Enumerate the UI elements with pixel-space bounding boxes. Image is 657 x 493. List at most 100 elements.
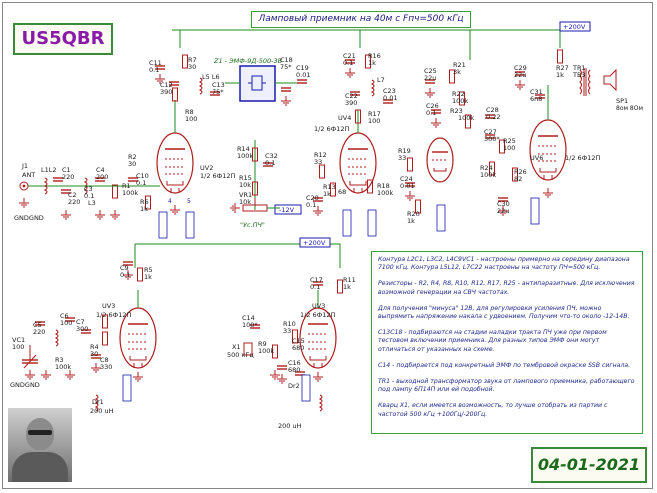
- tube-uv3-lo: [22, 261, 157, 412]
- notes-box: Контура L2C1, L3C2, L4C9VC1 - настроены …: [371, 251, 643, 434]
- svg-text:C4: C4: [96, 166, 105, 174]
- speaker-icon: [603, 68, 617, 92]
- svg-text:75*: 75*: [212, 88, 224, 96]
- svg-text:33: 33: [398, 154, 406, 162]
- svg-text:R4: R4: [90, 343, 99, 351]
- svg-text:C5: C5: [33, 321, 42, 329]
- filter-label: Z1 - ЭМФ-9Д-500-3В: [213, 57, 283, 65]
- svg-text:4: 4: [168, 198, 172, 205]
- svg-text:R12: R12: [314, 151, 327, 159]
- svg-text:C17: C17: [310, 276, 323, 284]
- schematic-title: Ламповый приемник на 40м с Fпч=500 кГц: [251, 11, 471, 28]
- note-5: C14 - подбирается под конкретный ЭМФ по …: [378, 361, 631, 369]
- svg-text:0.1: 0.1: [426, 109, 436, 117]
- ant-label: ANT: [22, 171, 35, 179]
- sheet-frame: [2, 2, 653, 489]
- svg-text:100: 100: [368, 117, 380, 125]
- svg-text:C11: C11: [149, 59, 162, 67]
- svg-text:R10: R10: [283, 320, 296, 328]
- svg-text:82: 82: [514, 175, 522, 183]
- svg-text:R14: R14: [237, 145, 250, 153]
- svg-text:68: 68: [338, 188, 346, 196]
- svg-text:C12: C12: [160, 81, 173, 89]
- svg-text:R8: R8: [185, 108, 194, 116]
- svg-text:R26: R26: [514, 168, 527, 176]
- svg-text:R18: R18: [377, 182, 390, 190]
- svg-text:200: 200: [96, 173, 108, 181]
- svg-text:100k: 100k: [122, 189, 138, 197]
- crystal-icon: [243, 342, 253, 356]
- uv2-ref: UV2: [200, 164, 213, 172]
- c1-label: C1: [62, 166, 71, 174]
- svg-text:R19: R19: [398, 147, 411, 155]
- svg-text:R2: R2: [128, 153, 137, 161]
- uv3-lo-type: 1/2 6Ф12П: [96, 311, 132, 319]
- svg-text:"Ус.ПЧ": "Ус.ПЧ": [240, 221, 265, 229]
- svg-text:10k: 10k: [239, 181, 251, 189]
- note-6: TR1 - выходной трансформатор звука от ла…: [378, 378, 635, 394]
- svg-text:5: 5: [187, 198, 191, 205]
- svg-text:1k: 1k: [323, 190, 331, 198]
- svg-text:C10: C10: [136, 172, 149, 180]
- svg-text:C29: C29: [514, 64, 527, 72]
- svg-text:ТВЗ: ТВЗ: [572, 71, 586, 79]
- note-7: Кварц X1, если имеется возможность, то л…: [378, 402, 608, 418]
- svg-text:C6: C6: [60, 312, 69, 320]
- svg-text:VC1: VC1: [12, 336, 25, 344]
- photo-glasses: [28, 430, 52, 435]
- svg-text:R22: R22: [452, 90, 465, 98]
- svg-text:10k: 10k: [239, 198, 251, 206]
- svg-text:C26: C26: [426, 102, 439, 110]
- svg-text:C28: C28: [486, 106, 499, 114]
- svg-text:C14: C14: [242, 314, 255, 322]
- svg-text:22u: 22u: [514, 71, 526, 79]
- svg-text:300: 300: [76, 325, 88, 333]
- svg-text:0.01: 0.01: [400, 182, 414, 190]
- svg-text:100k: 100k: [480, 171, 496, 179]
- tube-uv2: 5 4: [154, 54, 221, 239]
- uv4-ref: UV4: [338, 114, 351, 122]
- svg-text:100*: 100*: [242, 321, 258, 329]
- svg-text:R17: R17: [368, 110, 381, 118]
- svg-text:30: 30: [90, 350, 98, 358]
- uv3-bfo-type: 1/2 6Ф12П: [300, 311, 336, 319]
- svg-text:100k: 100k: [452, 97, 468, 105]
- svg-text:C9: C9: [120, 264, 129, 272]
- if-gain-control: [230, 140, 280, 214]
- svg-text:SP1: SP1: [616, 97, 628, 105]
- svg-text:C18: C18: [280, 56, 293, 64]
- svg-text:C20: C20: [306, 194, 319, 202]
- svg-text:0.1: 0.1: [84, 192, 94, 200]
- svg-text:R9: R9: [258, 340, 267, 348]
- j1-label: J1: [21, 162, 28, 170]
- supply-flag-b-plus-label: +200V: [563, 23, 586, 31]
- svg-text:33: 33: [314, 158, 322, 166]
- svg-text:0.22: 0.22: [486, 113, 500, 121]
- filter-z1: [225, 65, 300, 102]
- svg-text:8ом 8Ом: 8ом 8Ом: [616, 105, 643, 112]
- svg-text:100k: 100k: [377, 189, 393, 197]
- svg-text:Dr2: Dr2: [288, 382, 300, 390]
- svg-text:100k: 100k: [55, 363, 71, 371]
- svg-text:R24: R24: [480, 164, 493, 172]
- svg-text:C8: C8: [100, 356, 109, 364]
- svg-text:390: 390: [160, 88, 172, 96]
- svg-text:100k: 100k: [458, 114, 474, 122]
- uv2-type: 1/2 6Ф12П: [200, 172, 236, 180]
- svg-text:C31: C31: [530, 88, 543, 96]
- svg-text:C19: C19: [296, 64, 309, 72]
- tube-uv6: [514, 49, 617, 225]
- svg-text:R13: R13: [323, 183, 336, 191]
- svg-text:R25: R25: [503, 137, 516, 145]
- svg-text:30: 30: [128, 160, 136, 168]
- svg-text:R23: R23: [450, 107, 463, 115]
- svg-text:C7: C7: [76, 318, 85, 326]
- svg-text:R11: R11: [343, 276, 356, 284]
- svg-text:680: 680: [292, 344, 304, 352]
- svg-text:C27: C27: [484, 128, 497, 136]
- author-photo: [8, 408, 72, 482]
- svg-text:1k: 1k: [556, 71, 564, 79]
- svg-text:1k: 1k: [368, 59, 376, 67]
- transformer-icon: [579, 69, 582, 95]
